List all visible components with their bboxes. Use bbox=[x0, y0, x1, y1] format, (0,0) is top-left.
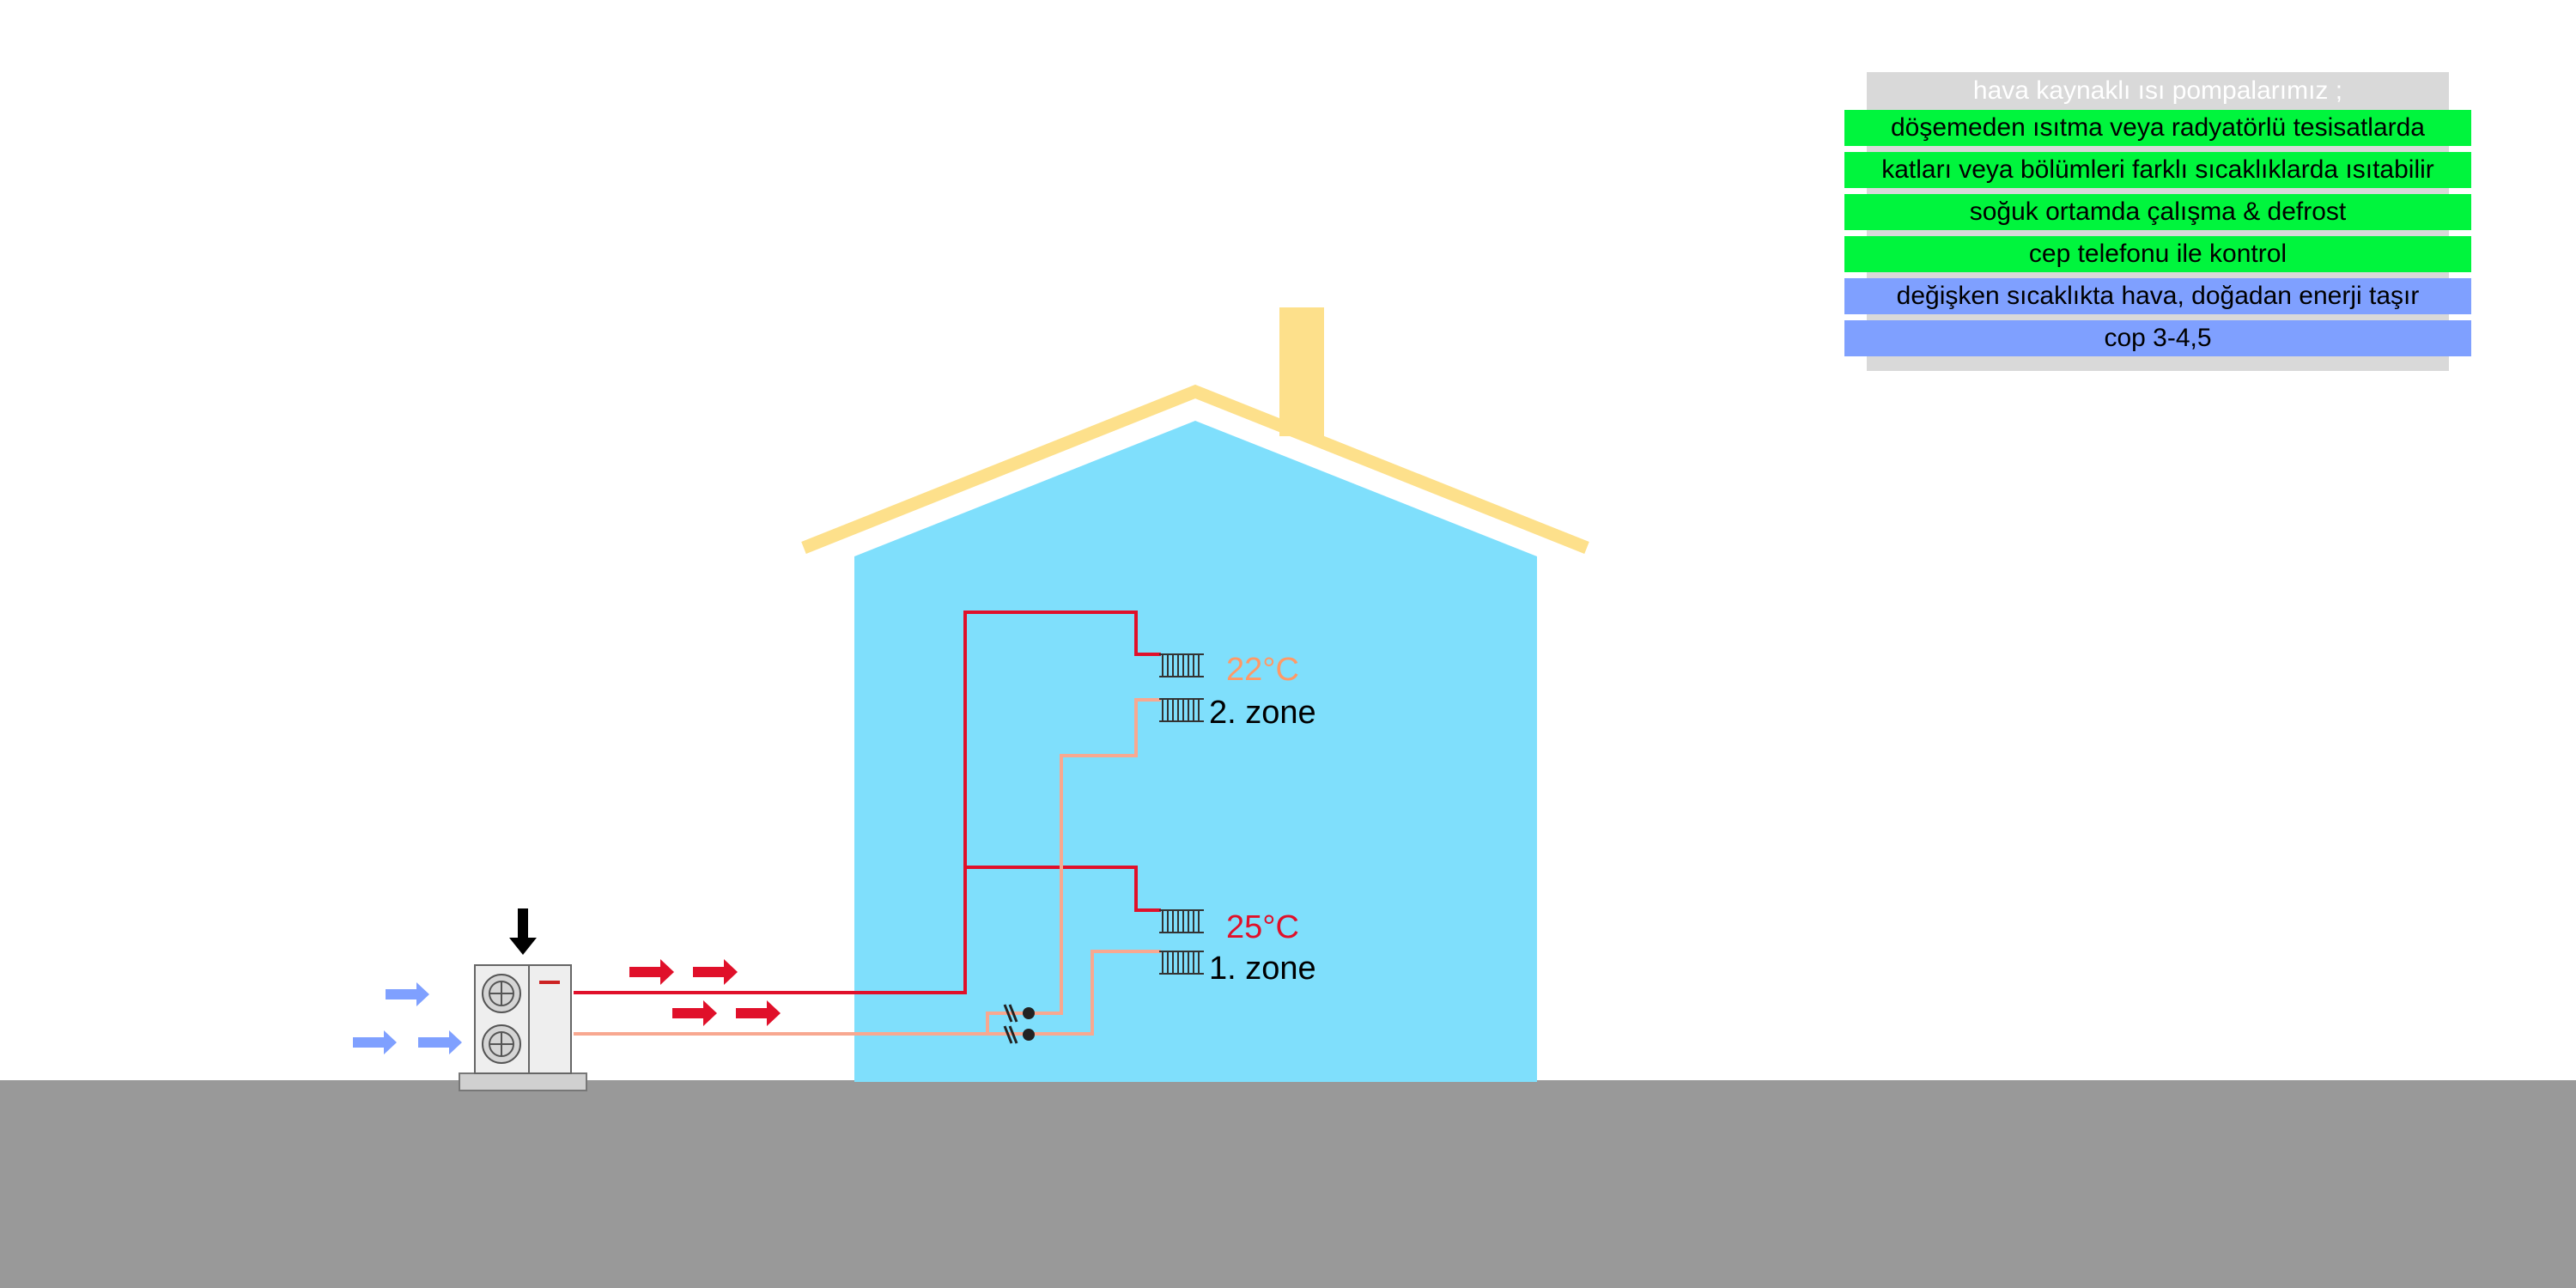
feature-row-green: döşemeden ısıtma veya radyatörlü tesisat… bbox=[1844, 110, 2471, 146]
ground bbox=[0, 1080, 2576, 1288]
house bbox=[801, 307, 1589, 1082]
chimney bbox=[1279, 307, 1324, 436]
heat-pump-unit-icon bbox=[459, 964, 587, 1091]
house-body bbox=[854, 421, 1537, 1082]
circulation-pump-icon bbox=[1003, 1004, 1035, 1023]
air-flow-arrow-icon bbox=[386, 982, 429, 1006]
radiator-icon bbox=[1159, 698, 1204, 722]
circulation-pumps bbox=[1003, 1004, 1035, 1044]
heat-flow-arrow-icon bbox=[672, 1000, 717, 1026]
feature-row-blue: cop 3-4,5 bbox=[1844, 320, 2471, 356]
air-flow-arrows bbox=[353, 982, 462, 1054]
upper-zone-label: 2. zone bbox=[1209, 695, 1316, 731]
feature-row-green: soğuk ortamda çalışma & defrost bbox=[1844, 194, 2471, 230]
lower-zone-temp: 25°C bbox=[1226, 909, 1299, 945]
radiator-icon bbox=[1159, 909, 1204, 933]
air-flow-arrow-icon bbox=[418, 1030, 462, 1054]
supply-pipes bbox=[574, 611, 1161, 994]
lower-zone-label: 1. zone bbox=[1209, 951, 1316, 987]
feature-row-green: cep telefonu ile kontrol bbox=[1844, 236, 2471, 272]
feature-row-green: katları veya bölümleri farklı sıcaklıkla… bbox=[1844, 152, 2471, 188]
info-title: hava kaynaklı ısı pompalarımız ; bbox=[1972, 76, 2343, 105]
radiator-icon bbox=[1159, 653, 1204, 677]
radiator-icon bbox=[1159, 951, 1204, 975]
heat-flow-arrow-icon bbox=[736, 1000, 781, 1026]
feature-row-blue: değişken sıcaklıkta hava, doğadan enerji… bbox=[1844, 278, 2471, 314]
upper-zone-temp: 22°C bbox=[1226, 652, 1299, 688]
heat-flow-arrow-icon bbox=[693, 959, 738, 985]
circulation-pump-icon bbox=[1003, 1025, 1035, 1044]
air-flow-arrow-icon bbox=[353, 1030, 397, 1054]
roof bbox=[801, 384, 1589, 554]
heat-flow-arrow-icon bbox=[629, 959, 674, 985]
heat-flow-arrows bbox=[629, 959, 781, 1026]
down-arrow-icon bbox=[509, 908, 537, 955]
